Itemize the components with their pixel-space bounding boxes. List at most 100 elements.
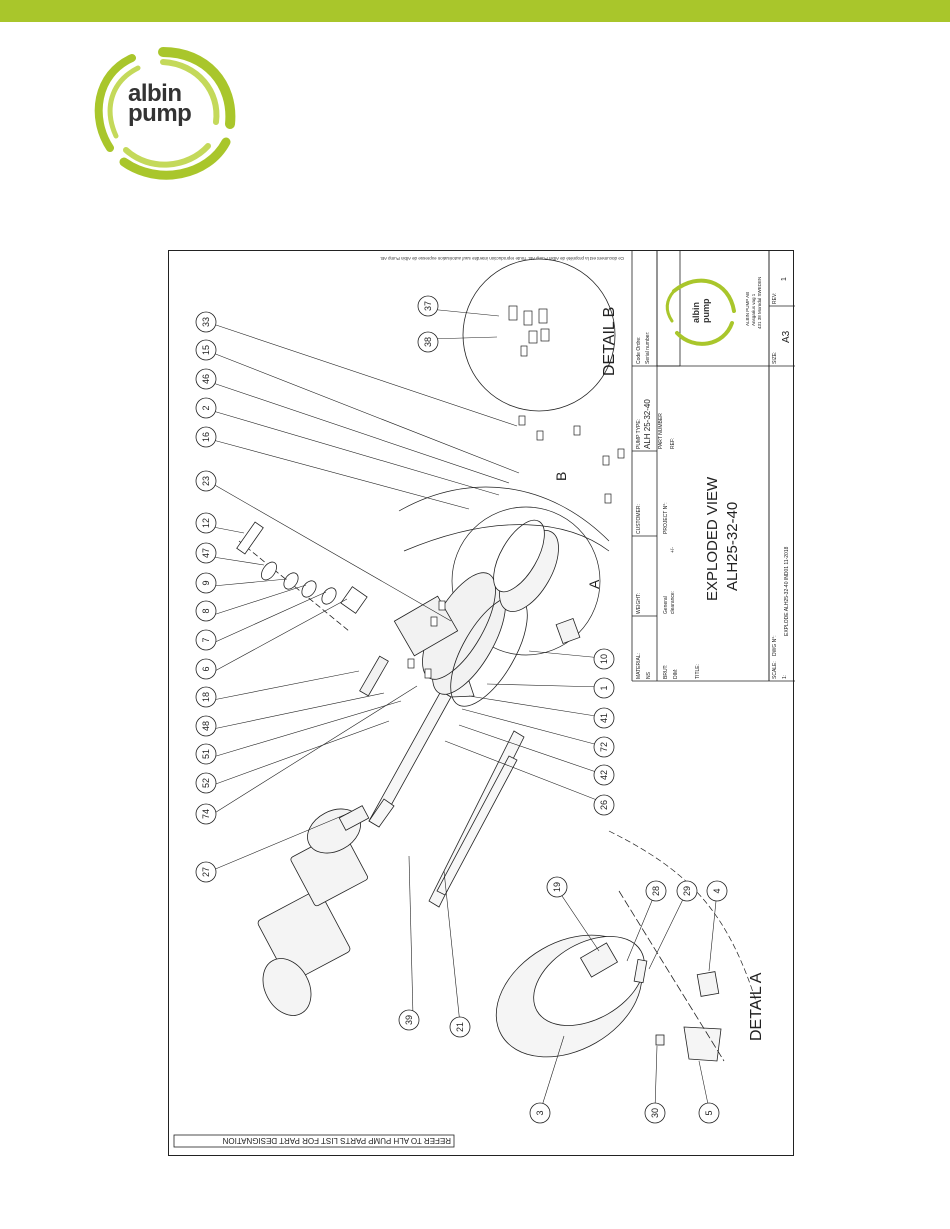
balloon-41: 41 (599, 713, 609, 723)
balloon-42: 42 (599, 770, 609, 780)
customer-label: CUSTOMER: (636, 504, 642, 534)
balloon-10: 10 (599, 654, 609, 664)
balloon-18: 18 (201, 692, 211, 702)
balloon-37: 37 (423, 301, 433, 311)
logo-swirl-icon (94, 47, 236, 180)
title-block-logo: albin pump (665, 278, 736, 346)
albin-pump-logo: albin pump (88, 44, 238, 184)
top-brand-bar (0, 0, 950, 22)
logo-word-albin: albin (128, 80, 182, 107)
project-label: PROJECT N°: (663, 502, 669, 534)
company-address2: 431 38 Morndal SWEDEN (757, 277, 762, 329)
balloon-38: 38 (423, 337, 433, 347)
balloon-72: 72 (599, 742, 609, 752)
exploded-view-drawing: 33 15 46 2 16 23 12 47 9 8 7 6 18 48 51 … (173, 251, 795, 1148)
pump-type-value: ALH 25-32-40 (643, 399, 652, 449)
balloon-3: 3 (535, 1110, 545, 1115)
dwg-label: DWG N°: (772, 635, 778, 656)
general-label: General (663, 596, 669, 614)
balloon-23: 23 (201, 476, 211, 486)
weight-label: WEIGHT: (636, 593, 642, 614)
parts-designation-note: REFER TO ALH PUMP PARTS LIST FOR PART DE… (222, 1136, 451, 1145)
motor-assembly (257, 805, 370, 1016)
title-block-logo-swirl-icon (665, 278, 736, 346)
detail-a-circle (451, 506, 601, 656)
balloon-numbers: 33 15 46 2 16 23 12 47 9 8 7 6 18 48 51 … (201, 301, 722, 1118)
balloon-47: 47 (201, 548, 211, 558)
detail-a-large (495, 890, 725, 1062)
balloon-5: 5 (704, 1110, 714, 1115)
company-name: ALBIN PUMP AB (745, 292, 750, 326)
base-frame (368, 680, 525, 908)
copyright-note: Ce document est la propriété de Albin Pu… (380, 256, 624, 261)
balloon-15: 15 (201, 345, 211, 355)
part-number-label: PART NUMBER (658, 413, 664, 449)
balloon-26: 26 (599, 800, 609, 810)
balloon-8: 8 (201, 608, 211, 613)
balloon-29: 29 (682, 886, 692, 896)
parts-note-box (173, 1134, 455, 1148)
code-ordre-label: Code Ordre: (636, 336, 642, 364)
scale-label: SCALE: (772, 661, 778, 679)
balloon-51: 51 (201, 749, 211, 759)
serial-number-label: Serial number: (645, 331, 651, 364)
pump-type-label: PUMP TYPE: (636, 419, 642, 449)
balloon-74: 74 (201, 809, 211, 819)
bolts (407, 415, 625, 679)
balloon-4: 4 (712, 888, 722, 893)
balloon-16: 16 (201, 432, 211, 442)
balloon-27: 27 (201, 867, 211, 877)
detail-a-label: DETAIL A (748, 972, 765, 1041)
balloon-circles (195, 295, 728, 1124)
detail-b-circle (462, 258, 616, 412)
size-label: SIZE: (772, 351, 778, 364)
balloon-28: 28 (651, 886, 661, 896)
brut-label: BRUT: (663, 665, 669, 679)
title-block-frame (631, 251, 795, 682)
balloon-12: 12 (201, 518, 211, 528)
title-label: TITLE: (695, 664, 701, 679)
balloon-19: 19 (552, 882, 562, 892)
balloon-33: 33 (201, 317, 211, 327)
dim-label: DIM: (673, 668, 679, 679)
drawing-title-line2: ALH25-32-40 (724, 502, 741, 591)
rev-value: 1 (781, 277, 788, 281)
marker-a: A (586, 579, 602, 589)
leader-lines (212, 308, 718, 1110)
title-block-logo-word2: pump (701, 298, 711, 323)
rev-label: REV: (772, 293, 778, 304)
marker-b: B (553, 472, 569, 481)
ref-label: REF: (670, 438, 676, 449)
detail-a-boundary (608, 830, 760, 1012)
balloon-1: 1 (599, 685, 609, 690)
logo-word-pump: pump (128, 100, 192, 127)
detail-a-parts (398, 486, 610, 644)
drawing-sheet: 33 15 46 2 16 23 12 47 9 8 7 6 18 48 51 … (168, 250, 795, 1156)
clearance-label: clearance: (670, 591, 676, 614)
company-address1: Ansgarius vag 1 (751, 293, 756, 326)
size-value: A3 (781, 330, 792, 343)
balloon-48: 48 (201, 721, 211, 731)
pump-housing (359, 572, 528, 707)
drawing-title-line1: EXPLODED VIEW (704, 476, 721, 601)
balloon-6: 6 (201, 666, 211, 671)
shaft-parts (236, 521, 368, 632)
balloon-52: 52 (201, 778, 211, 788)
balloon-46: 46 (201, 374, 211, 384)
balloon-39: 39 (404, 1015, 414, 1025)
balloon-2: 2 (201, 405, 211, 410)
detail-b-parts (508, 305, 550, 357)
logo-wordmark: albin pump (128, 80, 192, 127)
scale-value: 1: (782, 675, 788, 679)
balloon-21: 21 (455, 1022, 465, 1032)
title-block-text: MATERIAL: NS BRUT: DIM: TITLE: WEIGHT: G… (636, 277, 792, 679)
dwg-value: EXPLODE ALH25-32-40 IND01 11-2018 (784, 546, 790, 636)
detail-b-label: DETAIL B (601, 307, 618, 376)
title-block-logo-word1: albin (691, 302, 701, 323)
material-label: MATERIAL: (636, 653, 642, 679)
ns-label: NS (646, 671, 652, 679)
balloon-9: 9 (201, 580, 211, 585)
balloon-7: 7 (201, 637, 211, 642)
tolerance-value: +/- (670, 547, 676, 553)
balloon-30: 30 (650, 1108, 660, 1118)
